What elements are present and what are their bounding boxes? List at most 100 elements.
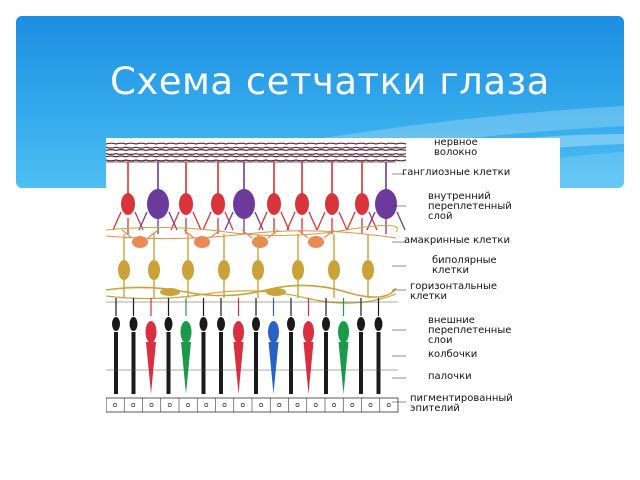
bipolar-cell: [148, 260, 160, 280]
pigment-cell-nucleus: [131, 403, 136, 407]
label-horizontal-cells: горизонтальные клетки: [410, 281, 498, 302]
rod-outer-segment: [324, 332, 328, 394]
rod-outer-segment: [131, 332, 136, 394]
label-nerve-fiber: нервное волокно: [434, 137, 478, 158]
ganglion-cell: [375, 189, 397, 219]
ganglion-dendrite: [170, 211, 202, 234]
cone-outer-segment: [268, 342, 279, 394]
pigment-cell-nucleus: [222, 403, 227, 407]
ganglion-cell: [355, 193, 369, 215]
slide-title: Схема сетчатки глаза: [110, 60, 550, 103]
bipolar-cell: [362, 260, 374, 280]
rod-outer-segment: [166, 332, 171, 394]
horizontal-cell-process: [106, 290, 397, 304]
horizontal-cell: [266, 288, 286, 296]
pigment-cell-nucleus: [295, 403, 300, 407]
nerve-fiber-line: [106, 146, 407, 149]
ganglion-cell: [211, 193, 225, 215]
cone-outer-segment: [181, 342, 191, 394]
nerve-fiber-line: [106, 149, 407, 152]
pigment-cell-nucleus: [368, 403, 373, 407]
label-rods: палочки: [428, 371, 472, 382]
plexiform-web-line: [106, 224, 398, 237]
ganglion-cell: [295, 193, 309, 215]
rod-nucleus: [252, 317, 260, 331]
cone-nucleus: [233, 321, 244, 343]
ganglion-cell: [179, 193, 193, 215]
amacrine-cell: [194, 236, 210, 248]
nerve-fiber-line: [106, 159, 407, 162]
amacrine-cell: [252, 236, 268, 248]
plexiform-web-line: [106, 230, 397, 240]
pigment-cell-nucleus: [259, 403, 263, 407]
cone-outer-segment: [233, 342, 244, 394]
rod-outer-segment: [219, 332, 223, 394]
ganglion-dendrite: [346, 211, 378, 234]
amacrine-cell: [132, 236, 148, 248]
rod-nucleus: [322, 317, 330, 331]
bipolar-cell: [182, 260, 194, 280]
amacrine-process: [121, 229, 159, 239]
rod-outer-segment: [201, 332, 206, 394]
pigment-cell-nucleus: [277, 403, 282, 407]
retina-illustration: [106, 142, 407, 413]
rod-nucleus: [357, 317, 365, 331]
pigment-cell-nucleus: [386, 403, 391, 407]
pigment-cell-nucleus: [113, 403, 117, 407]
cone-outer-segment: [146, 342, 156, 394]
horizontal-cell: [160, 288, 180, 296]
ganglion-cell: [121, 193, 135, 215]
pigment-cell-nucleus: [167, 403, 172, 407]
pigment-cell-nucleus: [313, 403, 318, 407]
ganglion-cell: [325, 193, 339, 215]
nerve-fiber-line: [106, 155, 407, 158]
cone-outer-segment: [303, 342, 314, 394]
bipolar-cell: [292, 260, 304, 280]
amacrine-cell: [308, 236, 324, 248]
label-pigment-epithelium: пигментированный эпителий: [410, 393, 513, 414]
horizontal-cell-process: [106, 284, 397, 298]
cone-nucleus: [303, 321, 314, 343]
rod-nucleus: [112, 317, 120, 331]
rod-nucleus: [217, 317, 225, 331]
bipolar-cell: [218, 260, 230, 280]
rod-outer-segment: [289, 332, 293, 394]
cone-nucleus: [180, 321, 192, 343]
pigment-cell-nucleus: [240, 403, 245, 407]
cone-nucleus: [268, 321, 279, 343]
label-ganglion-cells: ганглиозные клетки: [402, 167, 511, 178]
bipolar-cell: [328, 260, 340, 280]
nerve-fiber-line: [106, 142, 407, 145]
cone-nucleus: [145, 321, 157, 343]
label-cones: колбочки: [428, 349, 478, 360]
ganglion-dendrite: [138, 211, 178, 234]
rod-nucleus: [164, 317, 173, 331]
label-inner-plexiform-layer: внутренний переплетенный слой: [428, 191, 512, 222]
ganglion-dendrite: [286, 211, 318, 234]
nerve-fiber-line: [106, 152, 407, 155]
pigment-cell-nucleus: [204, 403, 209, 407]
rod-nucleus: [199, 317, 208, 331]
rod-outer-segment: [376, 332, 381, 394]
label-amacrine-cells: амакринные клетки: [404, 235, 510, 246]
pigment-cell-nucleus: [332, 403, 336, 407]
pigment-cell-nucleus: [149, 403, 154, 407]
rod-nucleus: [374, 317, 383, 331]
pigment-cell-nucleus: [186, 403, 190, 407]
pigment-cell-nucleus: [350, 403, 355, 407]
ganglion-cell: [233, 189, 255, 219]
retina-diagram: нервное волокно ганглиозные клетки внутр…: [106, 138, 560, 430]
label-outer-plexiform-layers: внешние переплетенные слои: [428, 315, 512, 346]
ganglion-cell: [147, 189, 169, 219]
bipolar-cell: [252, 260, 264, 280]
rod-outer-segment: [359, 332, 363, 394]
ganglion-dendrite: [112, 211, 144, 234]
rod-nucleus: [129, 317, 138, 331]
rod-nucleus: [287, 317, 295, 331]
rod-outer-segment: [254, 332, 258, 394]
ganglion-cell: [267, 193, 281, 215]
bipolar-cell: [118, 260, 130, 280]
label-bipolar-cells: биполярные клетки: [432, 255, 497, 276]
cone-outer-segment: [338, 342, 349, 394]
rod-outer-segment: [114, 332, 118, 394]
